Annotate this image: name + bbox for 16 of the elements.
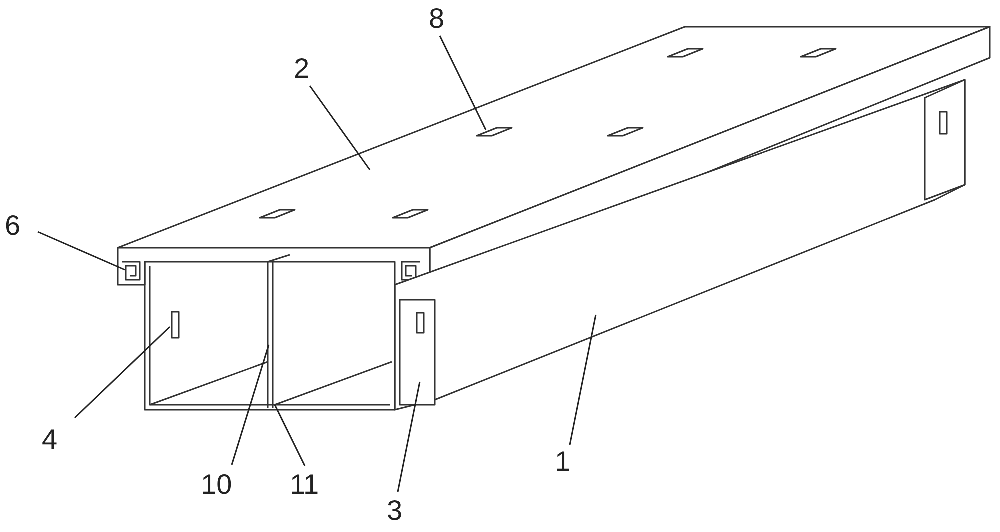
leader-line — [397, 382, 421, 492]
callout-number: 4 — [42, 425, 58, 455]
callout-number: 8 — [429, 4, 445, 34]
callout-number: 3 — [387, 496, 403, 526]
leader-line — [74, 326, 171, 419]
callout-number: 11 — [290, 470, 320, 500]
callout-number: 2 — [294, 54, 310, 84]
leader-line — [38, 231, 126, 271]
leader-line — [439, 36, 487, 130]
leader-line — [274, 404, 306, 466]
callout-number: 1 — [555, 447, 571, 477]
leader-line — [309, 86, 371, 170]
leader-line — [231, 344, 270, 466]
callout-number: 6 — [5, 211, 21, 241]
callout-number: 10 — [201, 470, 232, 500]
leader-line — [569, 314, 597, 446]
